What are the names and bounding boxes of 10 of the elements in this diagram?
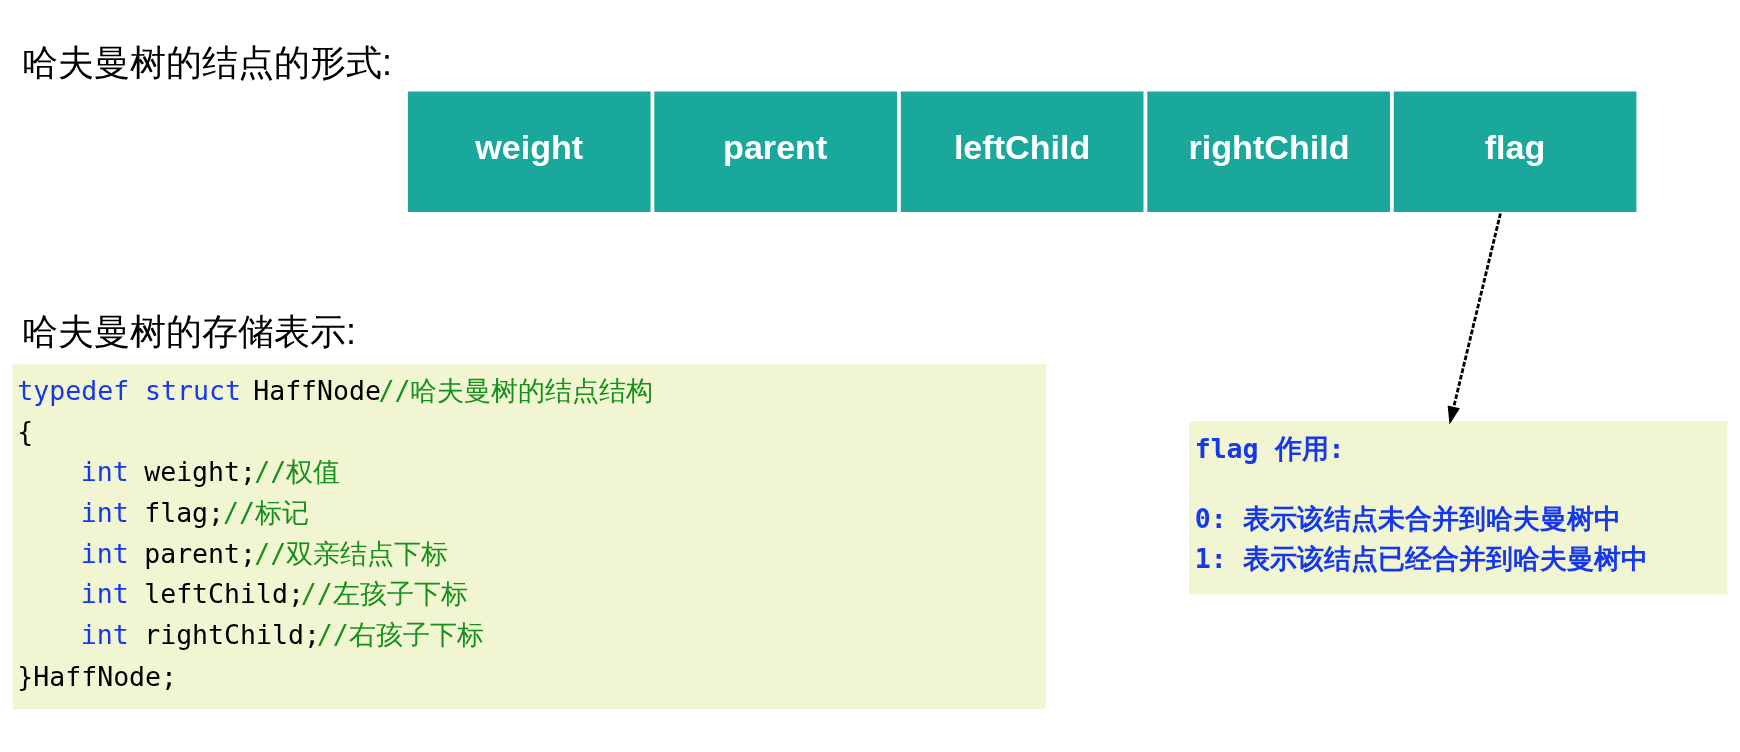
node-box: parent <box>651 88 900 215</box>
diagram-title: 哈夫曼树的结点的形式: <box>21 42 392 84</box>
node-box: flag 作用: 0: 表示该结点未合并到哈夫曼树中 1: 表示该结点已经合并到哈夫曼树中 <box>1189 421 1728 595</box>
node-box: weight <box>405 88 654 215</box>
arrow <box>1447 213 1502 425</box>
node-label: 哈夫曼树的存储表示: <box>22 310 357 352</box>
node-box: leftChild <box>897 88 1147 215</box>
node-box: rightChild <box>1144 88 1393 215</box>
node-box: flag <box>1390 88 1640 215</box>
node-box: typedef struct HaffNode//哈夫曼树的结点结构 { int weight;//权值 int flag;//标记 int parent;//双亲结点下标 int leftChild;//左孩子下标 int rightChild;//右孩子下标 }HaffNode; <box>12 364 1046 710</box>
